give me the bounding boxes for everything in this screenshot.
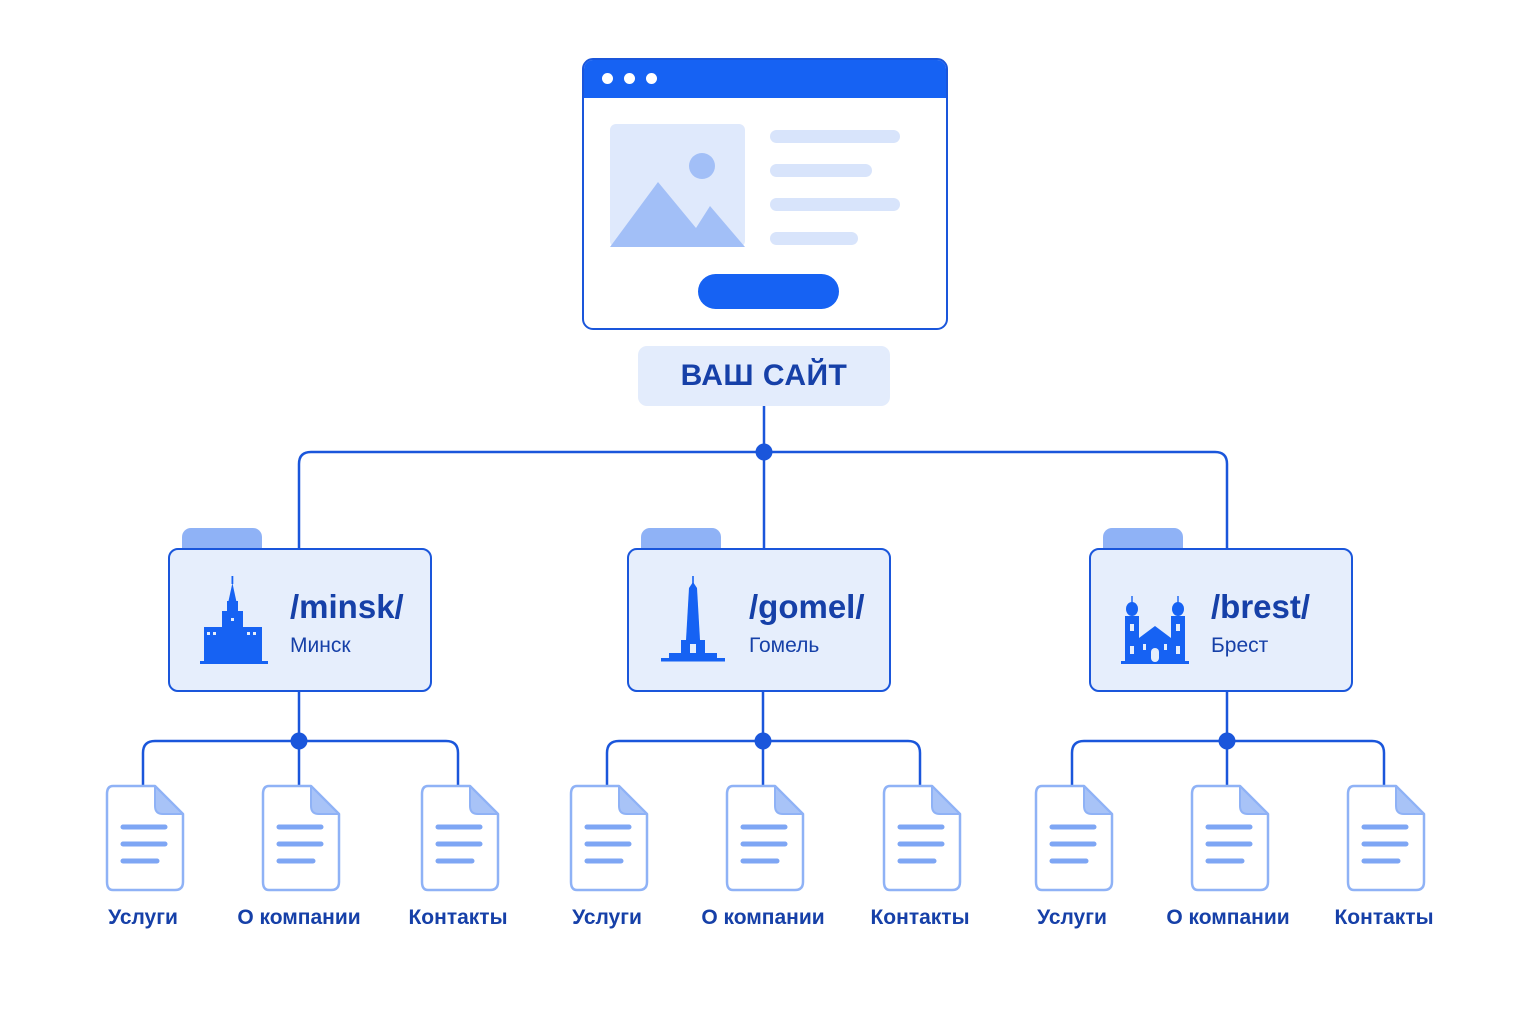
text-line-placeholder: [770, 130, 900, 143]
folder-body: /gomel/ Гомель: [627, 548, 891, 692]
page-label: Контакты: [870, 906, 970, 929]
window-dot-icon: [646, 73, 657, 84]
window-dot-icon: [624, 73, 635, 84]
page-label: Контакты: [408, 906, 508, 929]
folder-path: /gomel/: [749, 588, 865, 625]
page-label: О компании: [1166, 906, 1290, 929]
folder-body: /brest/ Брест: [1089, 548, 1353, 692]
folder-path: /brest/: [1211, 588, 1311, 625]
folder-city-name: Брест: [1211, 634, 1269, 657]
page-document-icon: [1346, 784, 1426, 892]
minsk-buildings-icon: [200, 576, 268, 664]
page-document-icon: [420, 784, 500, 892]
folder-city-name: Минск: [290, 634, 351, 657]
folder-city-name: Гомель: [749, 634, 820, 657]
page-document-icon: [882, 784, 962, 892]
page-document-icon: [261, 784, 341, 892]
cta-button-placeholder: [698, 274, 839, 309]
text-line-placeholder: [770, 232, 858, 245]
folder-brest: /brest/ Брест: [1089, 528, 1353, 698]
folder-body: /minsk/ Минск: [168, 548, 432, 692]
gomel-monument-icon: [661, 576, 725, 662]
text-line-placeholder: [770, 164, 872, 177]
image-placeholder-icon: [610, 124, 745, 247]
folder-gomel: /gomel/ Гомель: [627, 528, 891, 698]
folder-path: /minsk/: [290, 588, 404, 625]
text-line-placeholder: [770, 198, 900, 211]
page-document-icon: [725, 784, 805, 892]
folder-minsk: /minsk/ Минск: [168, 528, 432, 698]
page-label: О компании: [237, 906, 361, 929]
website-mockup: [582, 58, 948, 330]
page-label: Услуги: [1037, 906, 1107, 929]
brest-church-icon: [1121, 596, 1189, 664]
page-document-icon: [1190, 784, 1270, 892]
window-dot-icon: [602, 73, 613, 84]
page-document-icon: [105, 784, 185, 892]
page-label: О компании: [701, 906, 825, 929]
page-document-icon: [1034, 784, 1114, 892]
page-label: Услуги: [572, 906, 642, 929]
page-label: Услуги: [108, 906, 178, 929]
site-label: ВАШ САЙТ: [638, 346, 890, 406]
page-document-icon: [569, 784, 649, 892]
page-label: Контакты: [1334, 906, 1434, 929]
browser-title-bar: [584, 60, 946, 98]
